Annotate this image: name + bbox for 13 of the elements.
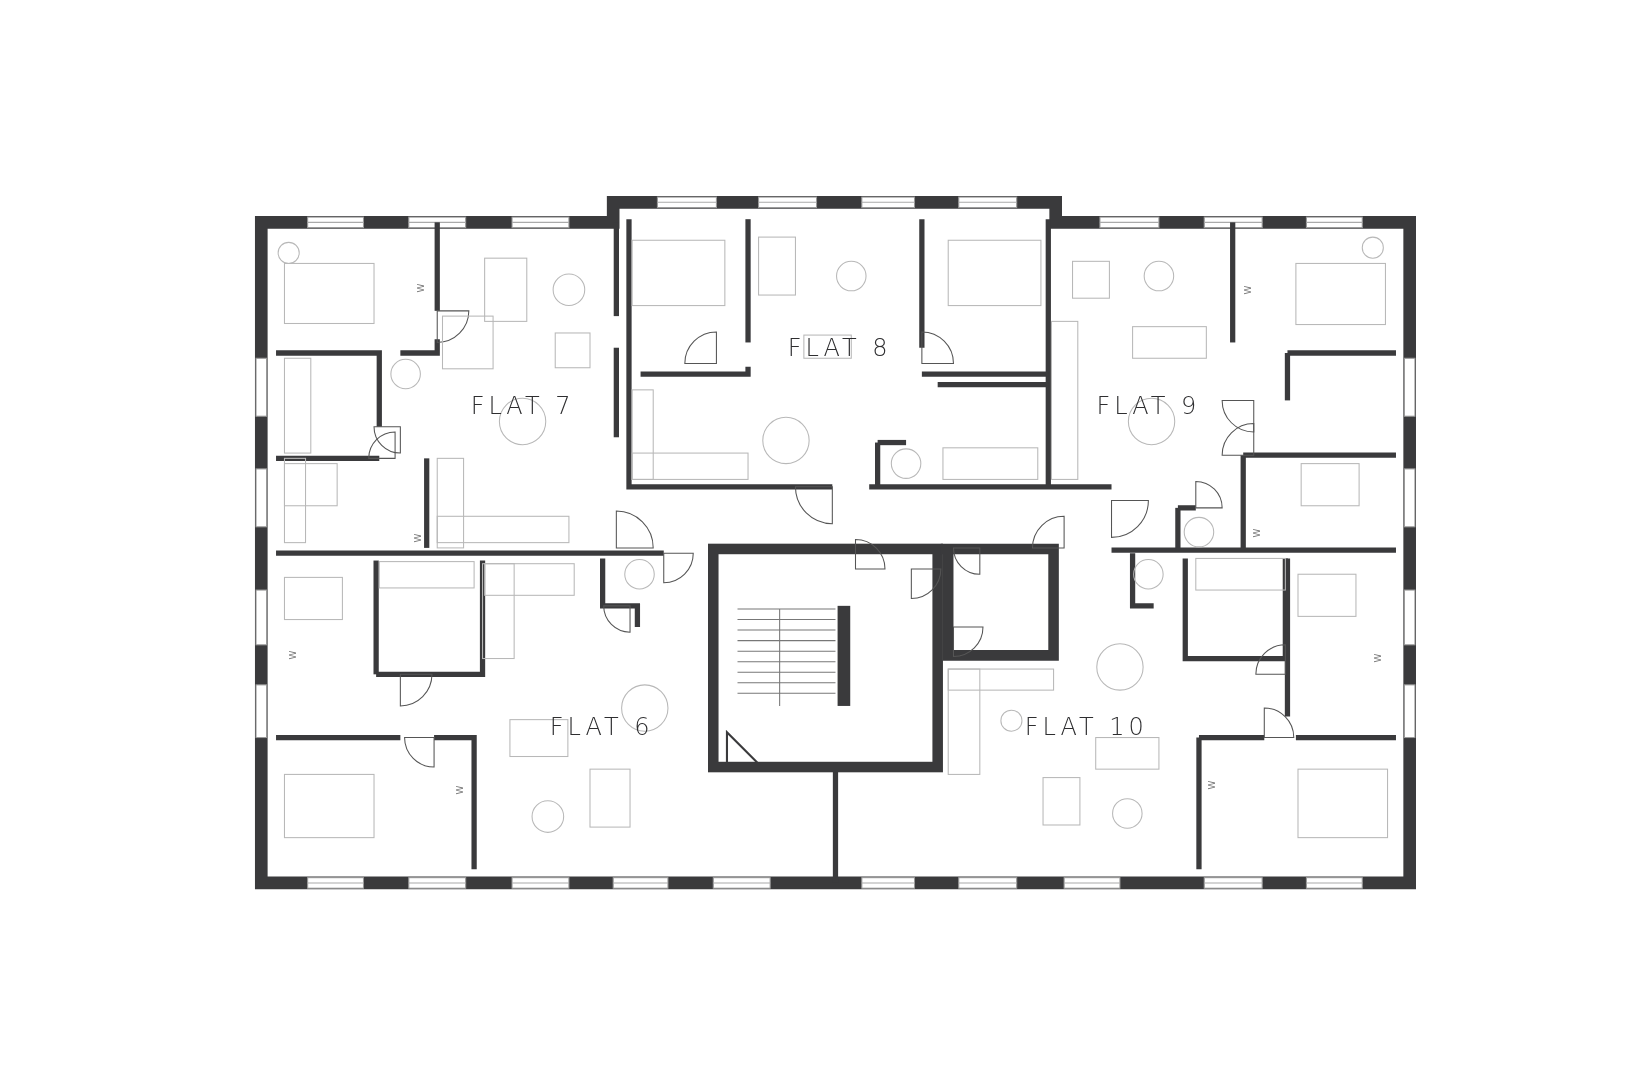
wardrobe-mark: W bbox=[1373, 654, 1384, 663]
wardrobe-mark: W bbox=[1206, 780, 1217, 790]
flat-label: FLAT 10 bbox=[1024, 712, 1148, 741]
wardrobe-mark: W bbox=[1251, 528, 1262, 538]
wardrobe-mark: W bbox=[416, 283, 427, 293]
flat-label: FLAT 8 bbox=[787, 333, 892, 362]
wardrobe-mark: W bbox=[413, 533, 424, 543]
wardrobe-mark: W bbox=[287, 650, 298, 660]
flat-label: FLAT 6 bbox=[549, 712, 654, 741]
flat-label: FLAT 9 bbox=[1096, 391, 1201, 420]
flat-label: FLAT 7 bbox=[470, 391, 575, 420]
wardrobe-mark: W bbox=[455, 785, 466, 795]
wardrobe-mark: W bbox=[1243, 285, 1254, 295]
